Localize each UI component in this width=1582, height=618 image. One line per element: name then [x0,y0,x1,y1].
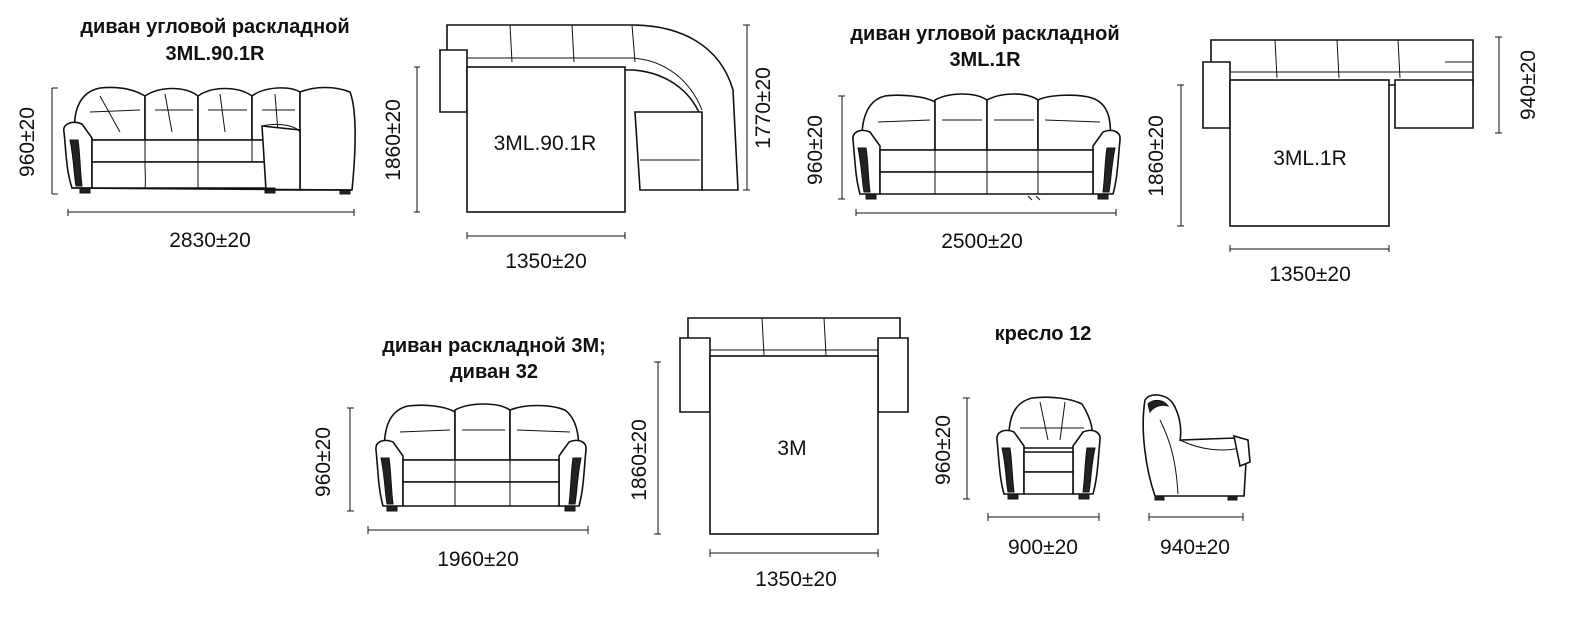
plan-3ml901r-width: 1350±20 [505,250,587,273]
armchair-depth: 940±20 [1160,536,1230,559]
sofa-3m-plan-view [679,317,909,535]
title-armchair: кресло 12 [995,323,1092,345]
title-3ml901r-line1: диван угловой раскладной [80,16,349,38]
plan-3ml1r-width: 1350±20 [1269,263,1351,286]
sofa-3ml901r-front-view [62,86,356,195]
sofa-3ml1r-front-view [852,93,1121,201]
sofa-3ml1r-width: 2500±20 [941,230,1023,253]
armchair-side-view [1142,394,1251,501]
title-3m-line1: диван раскладной 3М; [382,335,606,357]
sofa-3m-front-view [375,403,587,512]
armchair-front-view [996,396,1101,500]
plan-3ml901r-side: 1770±20 [752,67,775,149]
sofa-3ml1r-height: 960±20 [804,115,827,185]
armchair-width: 900±20 [1008,536,1078,559]
title-3ml1r-line2: 3ML.1R [949,49,1021,71]
plan-3ml901r-depth: 1860±20 [382,99,405,181]
sofa-3ml901r-plan-view [439,24,739,213]
plan-label-3ml901r: 3ML.90.1R [494,132,597,155]
sofa-3ml901r-height: 960±20 [16,107,39,177]
plan-label-3m: 3М [777,437,806,460]
armchair-height: 960±20 [932,415,955,485]
plan-3ml1r-side: 940±20 [1517,50,1540,120]
plan-3m-depth: 1860±20 [628,419,651,501]
sofa-3ml901r-width: 2830±20 [169,229,251,252]
title-3m-line2: диван 32 [450,361,538,383]
title-3ml901r-line2: 3ML.90.1R [166,43,265,65]
title-3ml1r-line1: диван угловой раскладной [850,23,1119,45]
sofa-3ml1r-plan-view [1202,39,1474,227]
sofa-3m-height: 960±20 [312,427,335,497]
plan-3m-width: 1350±20 [755,568,837,591]
sofa-3m-width: 1960±20 [437,548,519,571]
plan-3ml1r-depth: 1860±20 [1145,115,1168,197]
plan-label-3ml1r: 3ML.1R [1273,147,1347,170]
